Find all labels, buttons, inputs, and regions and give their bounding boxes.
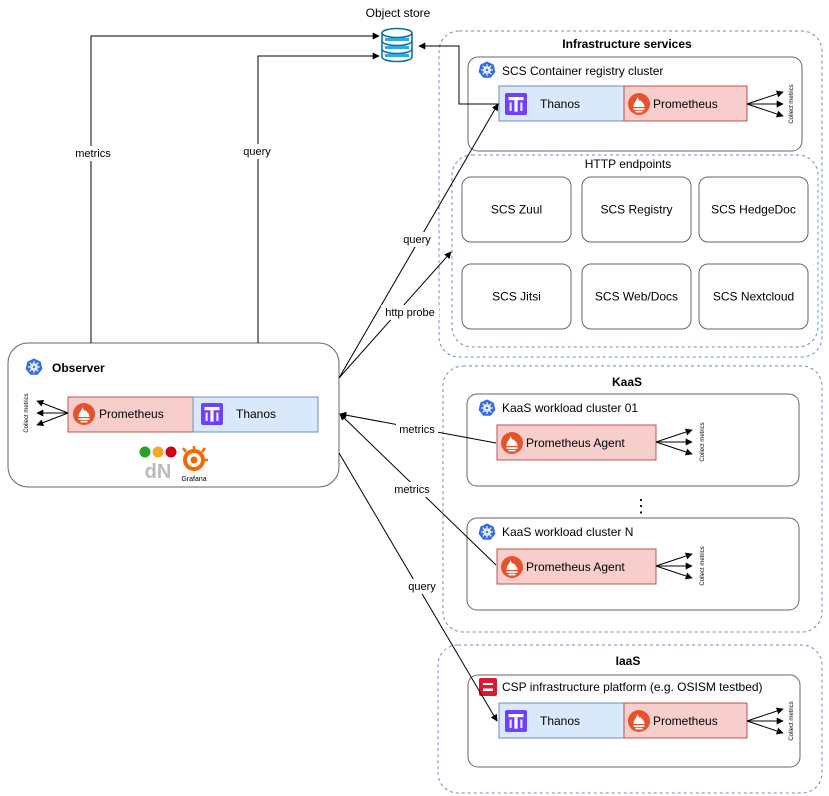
kaas-ellipsis: ⋮ bbox=[632, 496, 650, 516]
http-endpoint-label: SCS Nextcloud bbox=[713, 290, 794, 304]
prometheus-agent-box bbox=[496, 424, 657, 461]
thanos-icon bbox=[505, 710, 527, 732]
kaas-cluster: KaaS workload cluster 01 Prometheus Agent… bbox=[466, 393, 800, 487]
registry-thanos-label: Thanos bbox=[540, 97, 580, 111]
kubernetes-icon bbox=[24, 357, 44, 376]
http-endpoint-card: SCS Web/Docs bbox=[581, 263, 692, 330]
http-endpoint-box bbox=[581, 176, 692, 243]
prometheus-icon bbox=[628, 93, 650, 115]
prometheus-icon bbox=[501, 432, 523, 454]
infrastructure-group bbox=[438, 30, 823, 358]
thanos-icon bbox=[201, 403, 223, 425]
registry-prometheus-label: Prometheus bbox=[653, 97, 718, 111]
edge-label-query: query bbox=[243, 146, 271, 158]
edge-label-metrics-kaas-n: metrics bbox=[394, 484, 430, 496]
http-endpoint-box bbox=[698, 176, 809, 243]
edge-label-http-probe: http probe bbox=[385, 307, 435, 319]
http-endpoint-label: SCS Registry bbox=[600, 203, 672, 217]
grafana-icon: Grafana bbox=[181, 446, 208, 483]
registry-cluster-title: SCS Container registry cluster bbox=[502, 64, 663, 78]
iaas-platform-title: CSP infrastructure platform (e.g. OSISM … bbox=[502, 680, 763, 694]
kaas-cluster: KaaS workload cluster N Prometheus Agent C… bbox=[466, 517, 800, 611]
http-endpoint-card: SCS Registry bbox=[581, 176, 692, 243]
prometheus-icon bbox=[73, 403, 95, 425]
iaas-group bbox=[437, 644, 823, 794]
http-endpoint-box bbox=[581, 263, 692, 330]
thanos-icon bbox=[505, 93, 527, 115]
edge-query-observer-to-store bbox=[257, 52, 380, 343]
edge-metrics-observer-to-store bbox=[90, 32, 380, 343]
kaas-collect-label: Collect metrics bbox=[700, 546, 706, 585]
kaas-cluster-list: KaaS workload cluster 01 Prometheus Agent… bbox=[466, 393, 800, 611]
edge-label-metrics: metrics bbox=[75, 148, 111, 160]
edge-registry-to-store bbox=[418, 42, 499, 105]
http-endpoint-box bbox=[698, 263, 809, 330]
iaas-thanos-label: Thanos bbox=[540, 714, 580, 728]
dn-logo: dN bbox=[139, 446, 177, 483]
http-endpoint-label: SCS Web/Docs bbox=[595, 290, 678, 304]
kubernetes-icon bbox=[477, 60, 497, 79]
kaas-group-title: KaaS bbox=[612, 375, 642, 389]
http-endpoint-card: SCS HedgeDoc bbox=[698, 176, 809, 243]
observer-title: Observer bbox=[52, 361, 105, 375]
http-endpoints-group bbox=[451, 154, 819, 348]
iaas-collect-label: Collect metrics bbox=[789, 701, 795, 740]
observer-thanos-label: Thanos bbox=[236, 407, 276, 421]
edge-label-query-registry: query bbox=[403, 234, 431, 246]
kaas-group bbox=[442, 365, 823, 633]
kubernetes-icon bbox=[477, 398, 497, 417]
http-endpoint-card: SCS Zuul bbox=[461, 176, 572, 243]
observer-prometheus-label: Prometheus bbox=[99, 407, 164, 421]
kubernetes-icon bbox=[477, 522, 497, 541]
edge-label-query-iaas: query bbox=[408, 581, 436, 593]
dn-logo-text: dN bbox=[145, 461, 172, 483]
prometheus-agent-box bbox=[496, 548, 657, 585]
observer-collect-label: Collect metrics bbox=[24, 393, 30, 432]
kaas-cluster-title: KaaS workload cluster 01 bbox=[502, 401, 638, 415]
registry-collect-label: Collect metrics bbox=[789, 84, 795, 123]
prometheus-icon bbox=[501, 556, 523, 578]
http-endpoint-label: SCS HedgeDoc bbox=[711, 203, 796, 217]
http-endpoints-title: HTTP endpoints bbox=[585, 157, 672, 171]
http-endpoint-box bbox=[461, 176, 572, 243]
collect-arrows bbox=[36, 400, 69, 426]
edge-label-metrics-kaas-01: metrics bbox=[399, 424, 435, 436]
http-endpoint-card: SCS Jitsi bbox=[461, 263, 572, 330]
http-endpoint-label: SCS Zuul bbox=[491, 203, 542, 217]
prometheus-agent-label: Prometheus Agent bbox=[526, 436, 625, 450]
http-endpoint-label: SCS Jitsi bbox=[492, 290, 541, 304]
database-icon bbox=[381, 27, 413, 63]
openstack-icon bbox=[479, 678, 497, 696]
iaas-group-title: IaaS bbox=[616, 654, 641, 668]
grafana-label: Grafana bbox=[181, 476, 206, 483]
prometheus-icon bbox=[628, 710, 650, 732]
kaas-cluster-title: KaaS workload cluster N bbox=[502, 525, 633, 539]
http-endpoint-card: SCS Nextcloud bbox=[698, 263, 809, 330]
http-endpoint-box bbox=[461, 263, 572, 330]
iaas-prometheus-label: Prometheus bbox=[653, 714, 718, 728]
infrastructure-group-title: Infrastructure services bbox=[562, 37, 692, 51]
object-store-label: Object store bbox=[366, 6, 431, 20]
prometheus-agent-label: Prometheus Agent bbox=[526, 560, 625, 574]
kaas-collect-label: Collect metrics bbox=[700, 422, 706, 461]
